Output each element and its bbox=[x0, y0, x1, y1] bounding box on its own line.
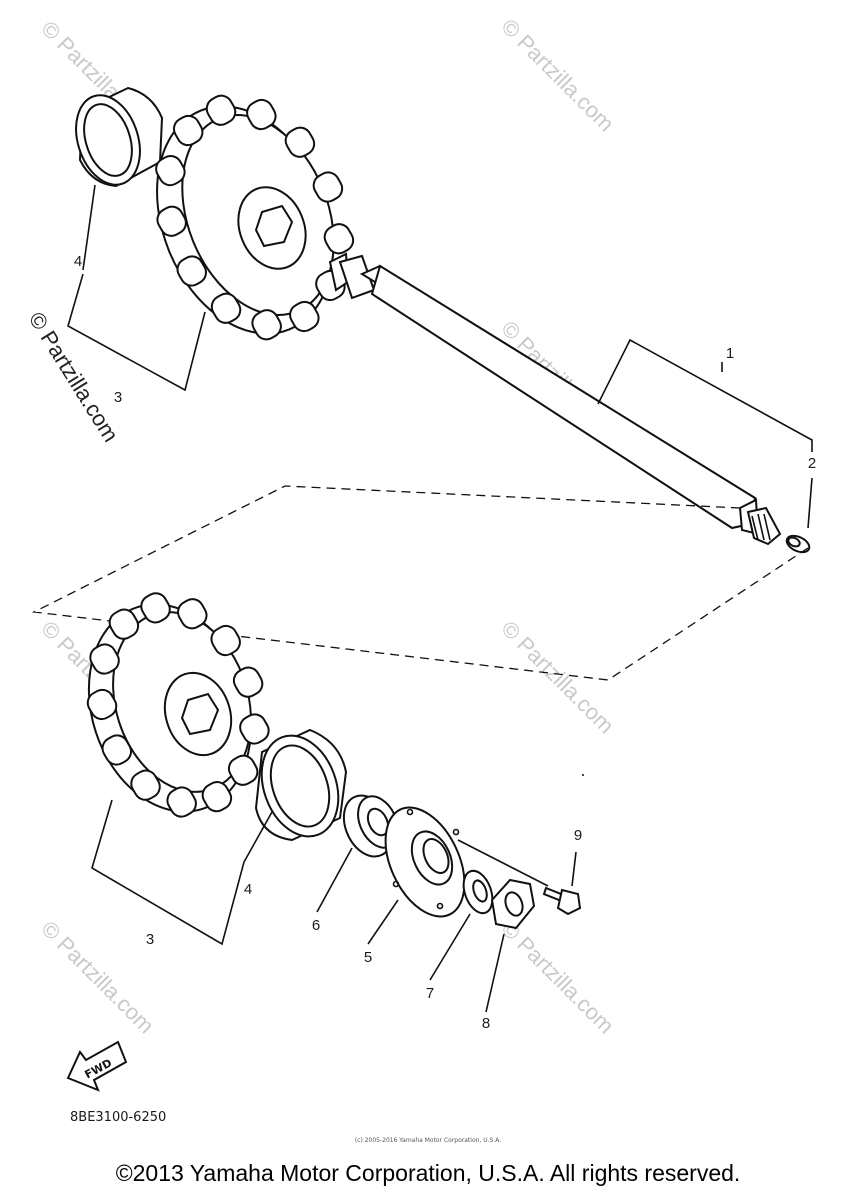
sprocket-tooth bbox=[108, 608, 140, 640]
sprocket-tooth bbox=[323, 223, 355, 255]
callout-4-bottom: 4 bbox=[244, 881, 252, 898]
sprocket-tooth bbox=[101, 734, 133, 766]
sprocket-tooth bbox=[210, 624, 241, 657]
sprocket-tooth bbox=[239, 713, 270, 745]
bearing-housing bbox=[384, 806, 466, 918]
sprocket-tooth bbox=[140, 592, 171, 624]
sprocket-tooth bbox=[130, 769, 161, 801]
collar-sleeve-bottom bbox=[254, 728, 348, 842]
sprocket-tooth bbox=[172, 114, 204, 147]
diagram-code: 8BE3100-6250 bbox=[70, 1110, 166, 1125]
callout-3-bottom: 3 bbox=[146, 931, 154, 948]
sprocket-tooth bbox=[246, 98, 277, 131]
sprocket-tooth bbox=[289, 300, 320, 333]
callout-8: 8 bbox=[482, 1015, 490, 1032]
assembly-outline bbox=[31, 485, 809, 681]
nut bbox=[490, 878, 536, 930]
callout-7: 7 bbox=[426, 985, 434, 1002]
callout-1: 1 bbox=[726, 345, 734, 362]
sprocket-tooth bbox=[201, 781, 233, 813]
bolt bbox=[542, 886, 582, 916]
sprocket-tooth bbox=[89, 643, 120, 675]
sprocket-tooth bbox=[232, 666, 264, 698]
sprocket-tooth bbox=[210, 292, 242, 324]
callout-5: 5 bbox=[364, 949, 372, 966]
watermark-text: © Partzilla.com bbox=[496, 916, 619, 1039]
fine-print: (c) 2005-2016 Yamaha Motor Corporation, … bbox=[355, 1137, 501, 1144]
watermark-text: © Partzilla.com bbox=[36, 916, 159, 1039]
collar-sleeve-top bbox=[75, 86, 164, 188]
callout-9: 9 bbox=[574, 827, 582, 844]
copyright-notice: ©2013 Yamaha Motor Corporation, U.S.A. A… bbox=[115, 1160, 741, 1186]
sprocket-tooth bbox=[177, 598, 208, 630]
sprocket-tooth bbox=[155, 154, 186, 187]
watermark-text: © Partzilla.com bbox=[496, 14, 619, 137]
leader-lines-top bbox=[67, 184, 813, 529]
sprocket-tooth bbox=[227, 754, 259, 786]
drive-shaft bbox=[328, 252, 782, 546]
sprocket-tooth bbox=[156, 205, 187, 237]
watermark-text: © Partzilla.com bbox=[496, 616, 619, 739]
callout-2: 2 bbox=[808, 455, 816, 472]
sprocket-tooth bbox=[205, 94, 237, 126]
speck bbox=[582, 774, 584, 776]
drive-sprocket-top bbox=[155, 94, 355, 341]
washer bbox=[462, 869, 494, 915]
callout-4-top: 4 bbox=[74, 253, 82, 270]
shaft-plug bbox=[785, 534, 811, 554]
callout-6: 6 bbox=[312, 917, 320, 934]
leader-lines-bottom bbox=[91, 799, 577, 1013]
sprocket-tooth bbox=[251, 309, 282, 341]
sprocket-tooth bbox=[86, 688, 118, 721]
callouts: 1 2 3 4 3 4 5 6 7 8 9 bbox=[74, 253, 816, 1032]
fwd-arrow: FWD bbox=[66, 1040, 128, 1092]
sprocket-tooth bbox=[176, 255, 207, 287]
sprocket-tooth bbox=[284, 126, 316, 158]
sprocket-tooth bbox=[312, 171, 344, 203]
sprocket-tooth bbox=[166, 786, 197, 818]
callout-3-top: 3 bbox=[114, 389, 122, 406]
drive-sprocket-bottom bbox=[86, 592, 270, 818]
